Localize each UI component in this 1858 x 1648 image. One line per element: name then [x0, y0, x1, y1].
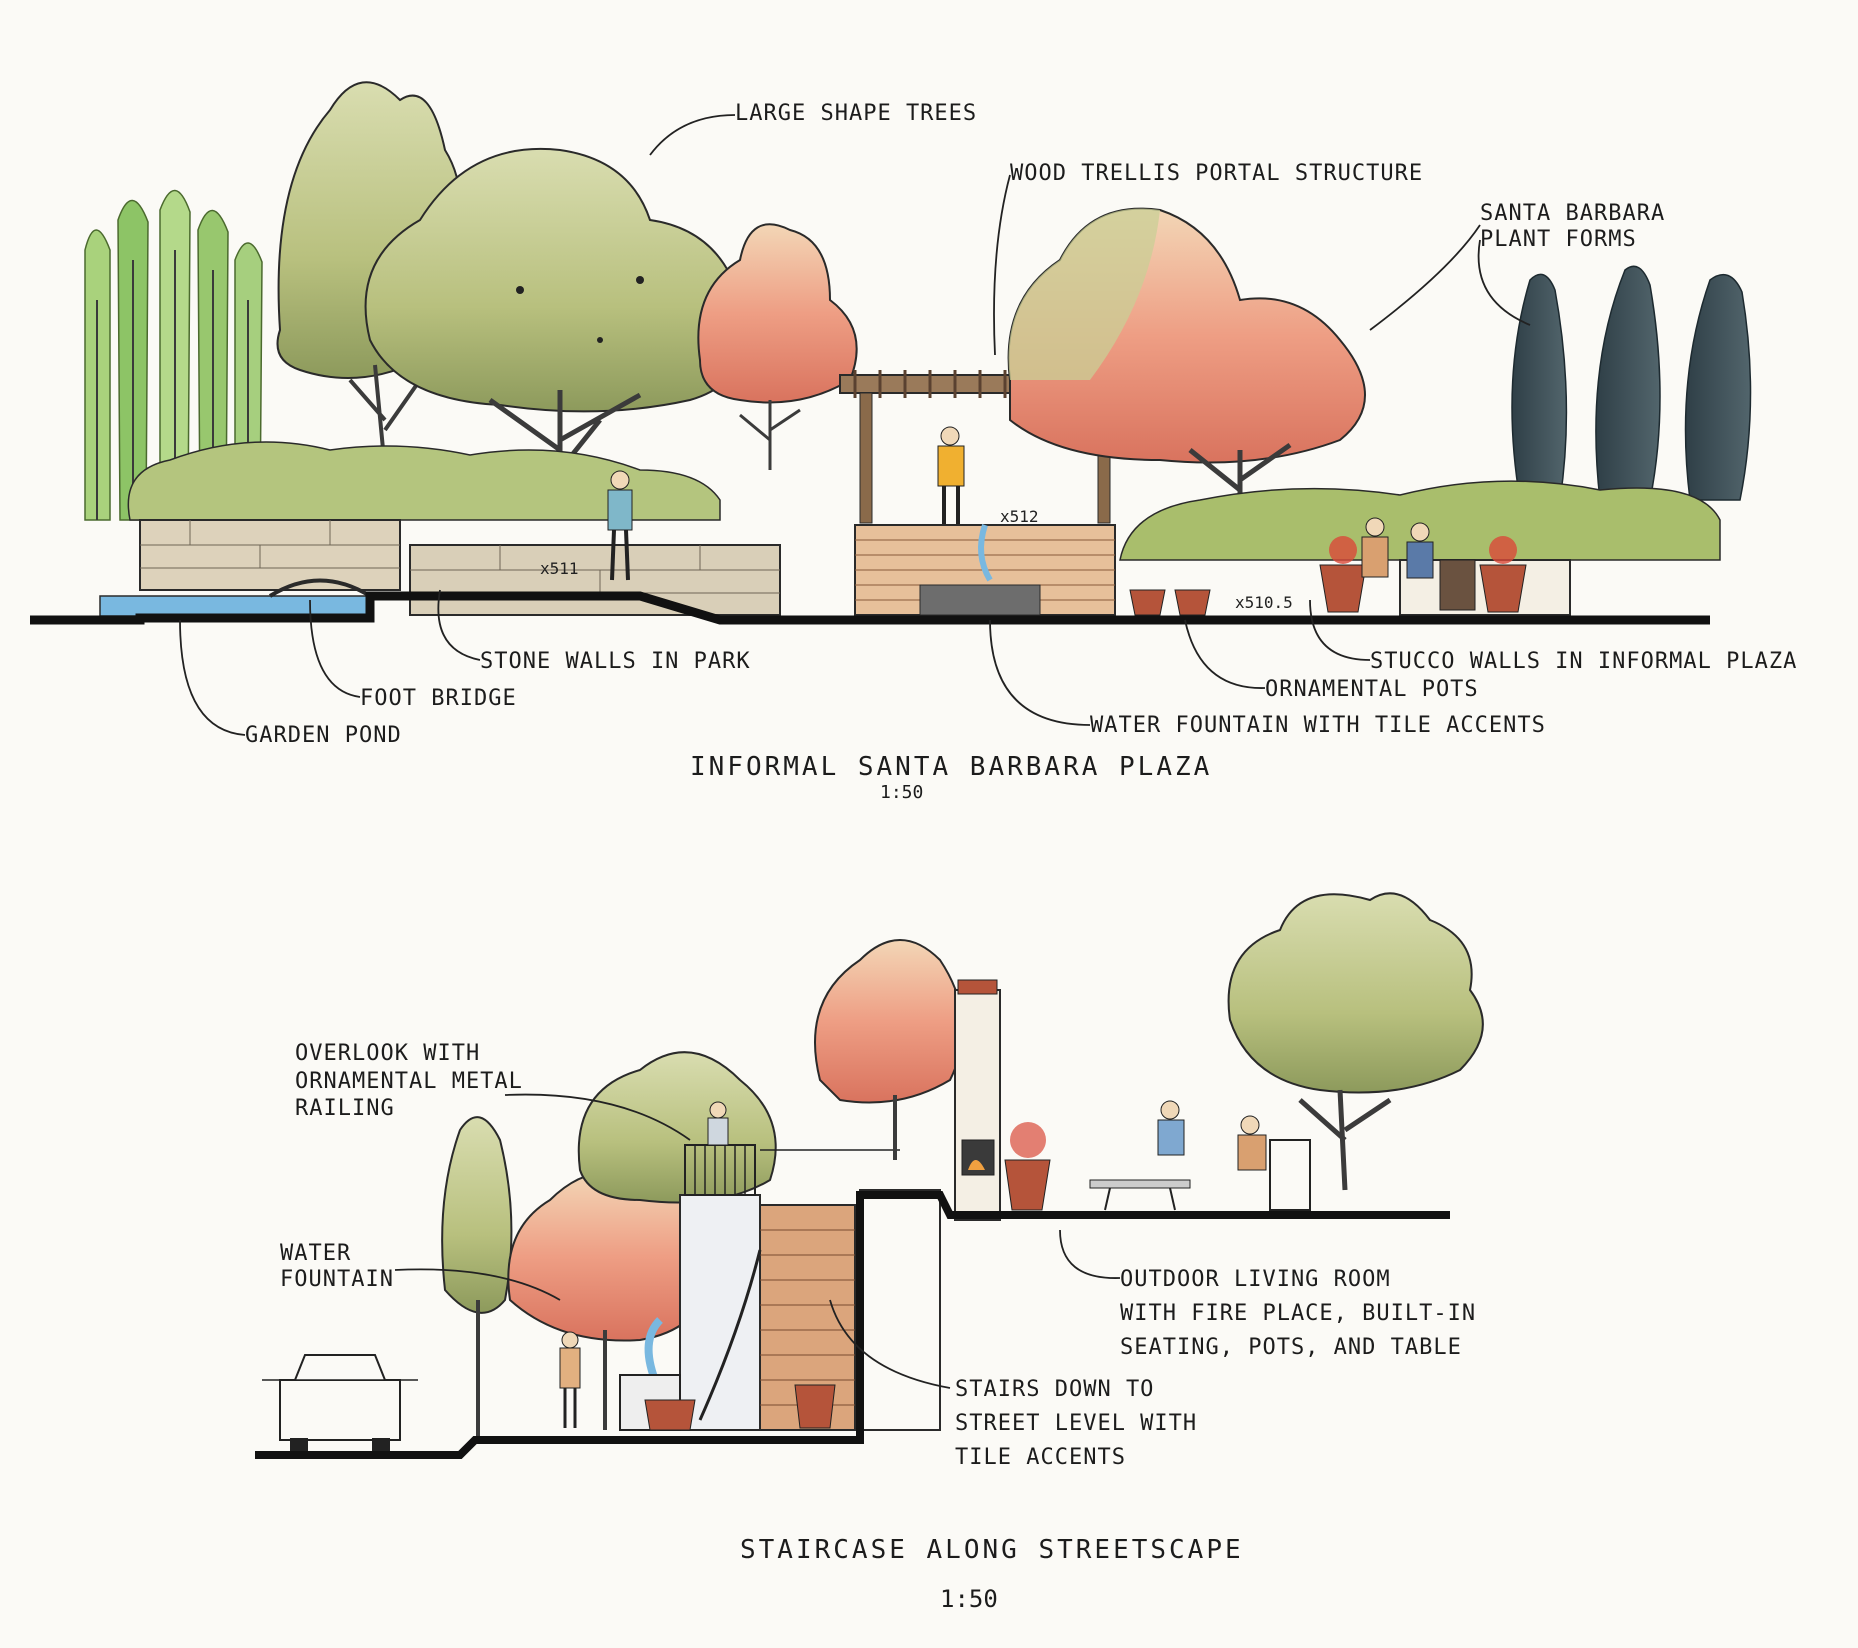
- label-wood-trellis: Wood Trellis Portal Structure: [1010, 161, 1424, 186]
- label-stairs-3: Tile Accents: [955, 1445, 1126, 1470]
- ornamental-pots: [1129, 536, 1527, 616]
- label-water-fountain-1: Water: [280, 1241, 352, 1266]
- plaza-title: Informal Santa Barbara Plaza: [690, 752, 1213, 782]
- overlook-tower: [679, 1101, 761, 1431]
- label-water-fountain-tile: Water Fountain with Tile Accents: [1090, 713, 1546, 738]
- person-park: [607, 470, 633, 581]
- elevation-upper: x512: [1000, 507, 1039, 526]
- ground-line-plaza: [30, 591, 1710, 625]
- label-garden-pond: Garden Pond: [245, 723, 402, 748]
- stone-walls: [139, 519, 781, 616]
- upper-pot: [1004, 1159, 1051, 1211]
- large-tree-upper: [1227, 892, 1484, 1191]
- person-trellis: [937, 426, 965, 525]
- label-stairs-2: Street Level with: [955, 1411, 1198, 1436]
- car: [262, 1354, 418, 1452]
- water-fountain: [619, 1317, 836, 1431]
- red-tree-upper: [814, 939, 964, 1160]
- label-santa-barbara-plants-2: Plant Forms: [1480, 227, 1637, 252]
- staircase-scale: 1:50: [940, 1585, 998, 1613]
- elevation-plaza: x510.5: [1235, 593, 1293, 612]
- leader-lines-staircase: [394, 1093, 1121, 1389]
- label-water-fountain-2: Fountain: [280, 1267, 394, 1292]
- label-stone-walls: Stone Walls in Park: [480, 649, 751, 674]
- red-tree-left: [697, 223, 858, 470]
- tree-behind-overlook: [577, 1051, 777, 1204]
- person-fountain: [559, 1331, 581, 1428]
- red-tree-right: [1007, 207, 1366, 520]
- label-stucco-walls: Stucco Walls in Informal Plaza: [1370, 649, 1798, 674]
- label-ornamental-pots: Ornamental Pots: [1265, 677, 1479, 702]
- foot-bridge: [268, 578, 372, 598]
- label-overlook: Overlook with Ornamental Metal Railing: [295, 1040, 525, 1123]
- tile-fountain: [854, 524, 1116, 616]
- plaza-scale: 1:50: [880, 782, 924, 803]
- label-large-shade-trees: Large Shape Trees: [735, 101, 978, 126]
- label-stairs-1: Stairs Down to: [955, 1377, 1155, 1402]
- label-outdoor-room-2: with Fire Place, Built-in: [1120, 1301, 1477, 1326]
- label-outdoor-room-3: Seating, Pots, and Table: [1120, 1335, 1462, 1360]
- label-foot-bridge: Foot Bridge: [360, 686, 517, 711]
- garden-pond: [99, 595, 371, 617]
- hedge-right: [1119, 480, 1721, 561]
- table: [1089, 1179, 1191, 1211]
- label-outdoor-room-1: Outdoor Living Room: [1120, 1267, 1391, 1292]
- shrub-mass: [127, 441, 721, 521]
- staircase-section: [255, 892, 1484, 1459]
- staircase-title: Staircase Along Streetscape: [740, 1535, 1244, 1565]
- ground-line-staircase: [255, 1191, 1450, 1459]
- seated-people: [1361, 517, 1476, 611]
- plaza-section: x512 x511 x510.5: [30, 81, 1752, 736]
- seated-people-upper: [1157, 1100, 1311, 1211]
- cypress-trees: [1511, 265, 1752, 501]
- label-overlook-text: Overlook with Ornamental Metal Railing: [295, 1041, 523, 1121]
- leader-lines-plaza: [179, 114, 1531, 736]
- elevation-lower: x511: [540, 559, 579, 578]
- poplar-trees: [84, 189, 263, 521]
- pot-flowers: [1010, 1122, 1046, 1158]
- terrace-wall: [859, 1189, 941, 1431]
- street-tree: [441, 1116, 513, 1440]
- fireplace: [954, 979, 1001, 1221]
- label-santa-barbara-plants-1: Santa Barbara: [1480, 201, 1666, 226]
